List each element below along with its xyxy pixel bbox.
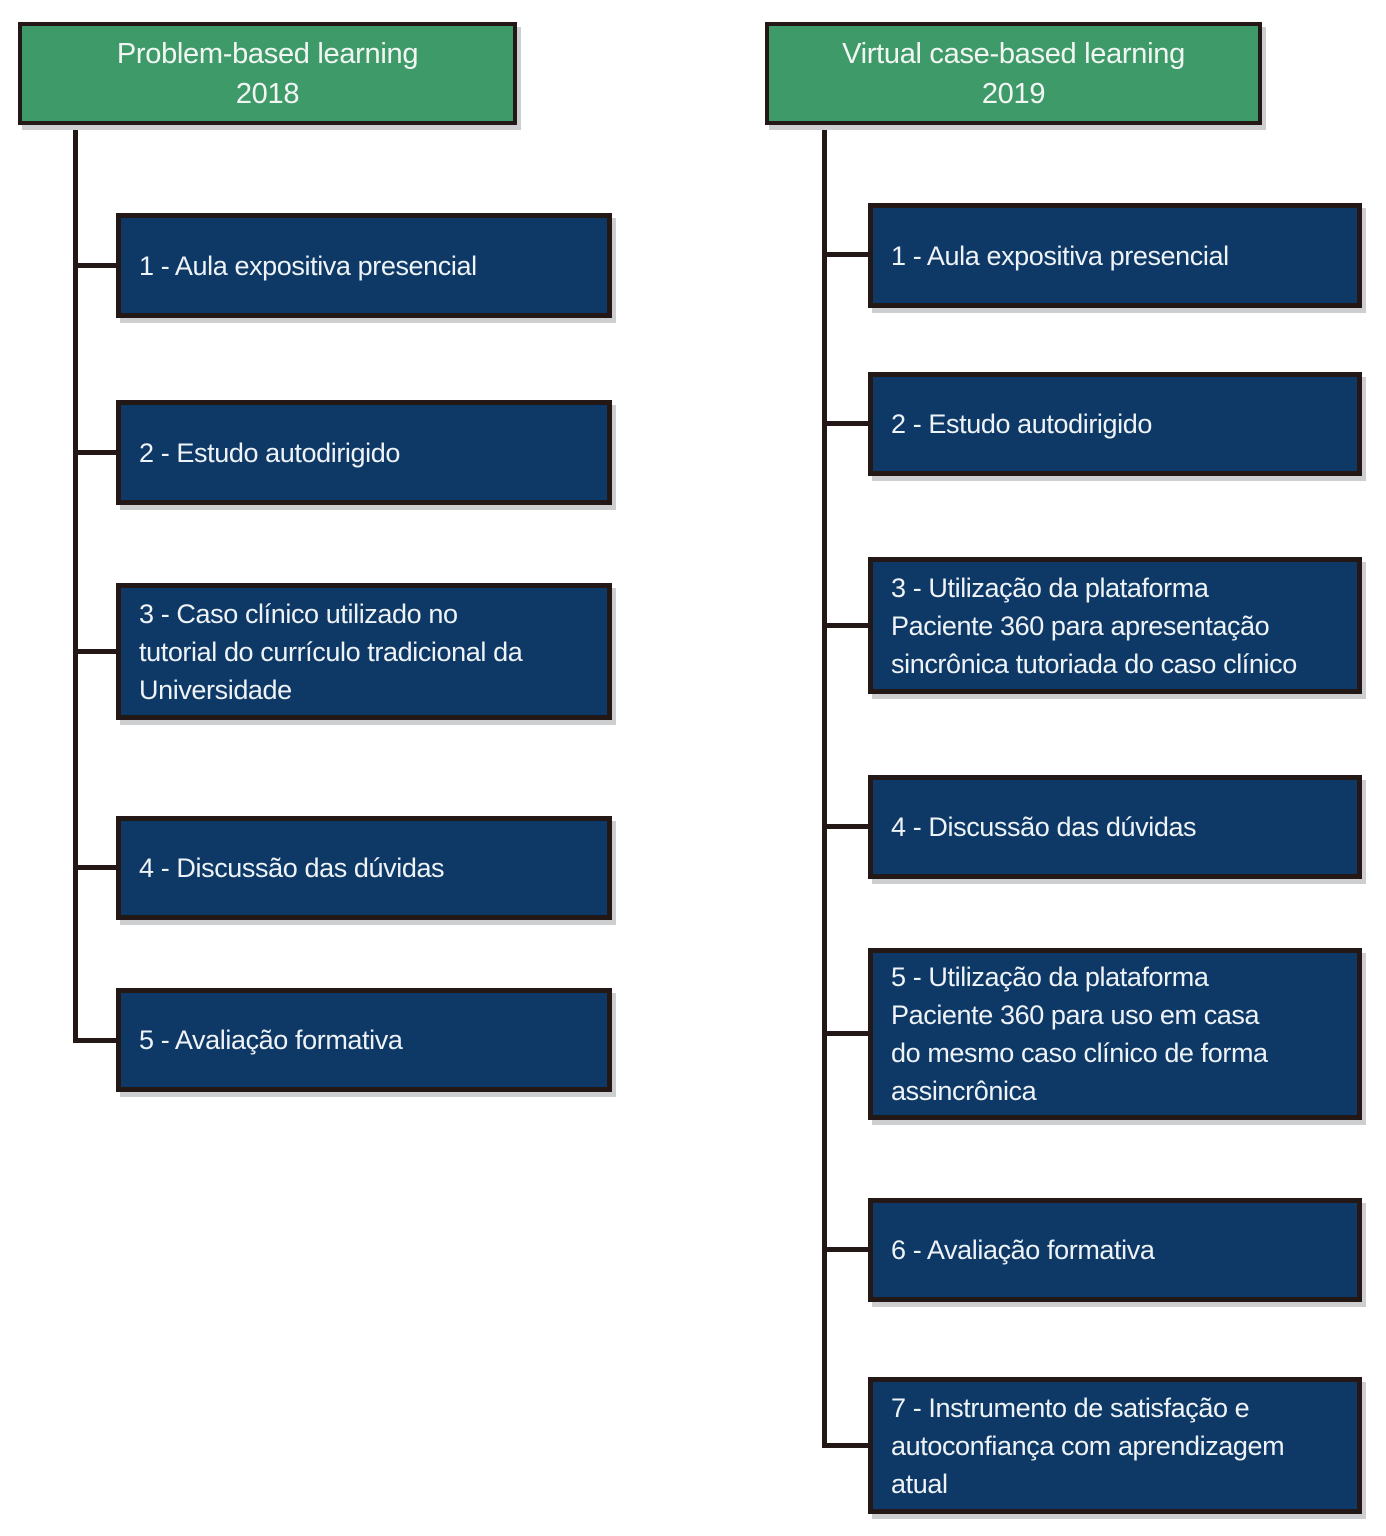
step-label: 3 - Utilização da plataforma Paciente 36… xyxy=(891,572,1297,679)
step-label: 1 - Aula expositiva presencial xyxy=(139,250,477,281)
connector-branch xyxy=(73,1038,118,1043)
connector-branch xyxy=(73,865,118,870)
header-title: Virtual case-based learning xyxy=(842,37,1185,70)
connector-branch xyxy=(822,623,870,628)
vcbl-step-7: 7 - Instrumento de satisfação e autoconf… xyxy=(868,1377,1362,1514)
pbl-step-5: 5 - Avaliação formativa xyxy=(116,988,612,1092)
step-label: 3 - Caso clínico utilizado no tutorial d… xyxy=(139,598,523,705)
header-problem-based-learning: Problem-based learning 2018 xyxy=(18,22,517,125)
pbl-step-2: 2 - Estudo autodirigido xyxy=(116,400,612,505)
vcbl-step-6: 6 - Avaliação formativa xyxy=(868,1198,1362,1302)
header-virtual-case-based-learning: Virtual case-based learning 2019 xyxy=(765,22,1262,125)
vcbl-step-2: 2 - Estudo autodirigido xyxy=(868,372,1362,476)
step-label: 5 - Utilização da plataforma Paciente 36… xyxy=(891,962,1268,1106)
connector-branch xyxy=(73,450,118,455)
connector-branch xyxy=(822,1247,870,1252)
connector-branch xyxy=(73,649,118,654)
connector-branch xyxy=(822,252,870,257)
connector-branch xyxy=(73,263,118,268)
step-label: 2 - Estudo autodirigido xyxy=(139,437,400,468)
pbl-step-4: 4 - Discussão das dúvidas xyxy=(116,816,612,920)
connector-trunk-vcbl xyxy=(822,122,827,1448)
vcbl-step-1: 1 - Aula expositiva presencial xyxy=(868,203,1362,308)
pbl-step-3: 3 - Caso clínico utilizado no tutorial d… xyxy=(116,583,612,720)
step-label: 6 - Avaliação formativa xyxy=(891,1235,1155,1265)
connector-trunk-pbl xyxy=(73,122,78,1043)
vcbl-step-5: 5 - Utilização da plataforma Paciente 36… xyxy=(868,948,1362,1120)
step-label: 1 - Aula expositiva presencial xyxy=(891,240,1229,271)
connector-branch xyxy=(822,421,870,426)
header-title: Problem-based learning xyxy=(116,37,419,70)
header-year: 2019 xyxy=(981,77,1046,110)
connector-branch xyxy=(822,1443,870,1448)
vcbl-step-3: 3 - Utilização da plataforma Paciente 36… xyxy=(868,557,1362,694)
header-year: 2018 xyxy=(235,77,300,110)
step-label: 7 - Instrumento de satisfação e autoconf… xyxy=(891,1392,1285,1499)
step-label: 4 - Discussão das dúvidas xyxy=(891,812,1197,842)
step-label: 2 - Estudo autodirigido xyxy=(891,409,1152,439)
step-label: 4 - Discussão das dúvidas xyxy=(139,853,445,883)
vcbl-step-4: 4 - Discussão das dúvidas xyxy=(868,775,1362,879)
connector-branch xyxy=(822,824,870,829)
pbl-step-1: 1 - Aula expositiva presencial xyxy=(116,213,612,318)
step-label: 5 - Avaliação formativa xyxy=(139,1025,403,1055)
connector-branch xyxy=(822,1031,870,1036)
